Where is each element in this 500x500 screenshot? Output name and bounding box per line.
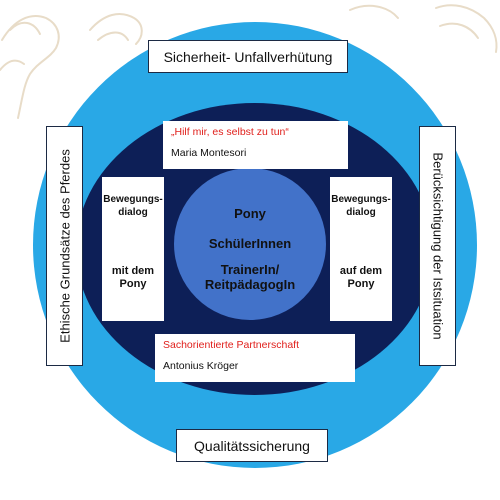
right-box-line4: Pony bbox=[347, 278, 375, 290]
montessori-author: Maria Montesori bbox=[171, 147, 247, 159]
left-box-line4: Pony bbox=[119, 278, 147, 290]
core-trainer-label: TrainerIn/ bbox=[220, 262, 280, 277]
ethics-box: Ethische Grundsätze des Pferdes bbox=[46, 126, 83, 366]
left-box-line2: dialog bbox=[118, 207, 148, 218]
right-box-line2: dialog bbox=[346, 207, 376, 218]
core-pedagogue-label: ReitpädagogIn bbox=[204, 277, 296, 292]
right-box-line3: auf dem bbox=[339, 265, 383, 277]
left-box-line1: Bewegungs- bbox=[103, 194, 163, 205]
core-pony-label: Pony bbox=[234, 206, 266, 221]
montessori-quote: „Hilf mir, es selbst zu tun“ bbox=[171, 126, 289, 138]
situation-box: Berücksichtigung der Istsituation bbox=[419, 126, 456, 366]
situation-label: Berücksichtigung der Istsituation bbox=[430, 152, 445, 340]
montessori-quote-box: „Hilf mir, es selbst zu tun“ Maria Monte… bbox=[163, 121, 348, 169]
partnership-author: Antonius Kröger bbox=[163, 360, 239, 372]
safety-label: Sicherheit- Unfallverhütung bbox=[148, 40, 348, 73]
movement-dialog-on-pony-box: Bewegungs- dialog auf dem Pony bbox=[330, 177, 392, 321]
right-box-line1: Bewegungs- bbox=[331, 194, 391, 205]
left-box-line3: mit dem bbox=[111, 265, 155, 277]
ethics-label: Ethische Grundsätze des Pferdes bbox=[57, 149, 72, 343]
partnership-box: Sachorientierte Partnerschaft Antonius K… bbox=[155, 334, 355, 382]
quality-label: Qualitätssicherung bbox=[176, 429, 328, 462]
movement-dialog-with-pony-box: Bewegungs- dialog mit dem Pony bbox=[102, 177, 164, 321]
core-circle bbox=[174, 168, 326, 320]
horse-sketch-decoration bbox=[0, 4, 498, 119]
partnership-title: Sachorientierte Partnerschaft bbox=[163, 339, 299, 351]
core-students-label: SchülerInnen bbox=[208, 236, 292, 251]
